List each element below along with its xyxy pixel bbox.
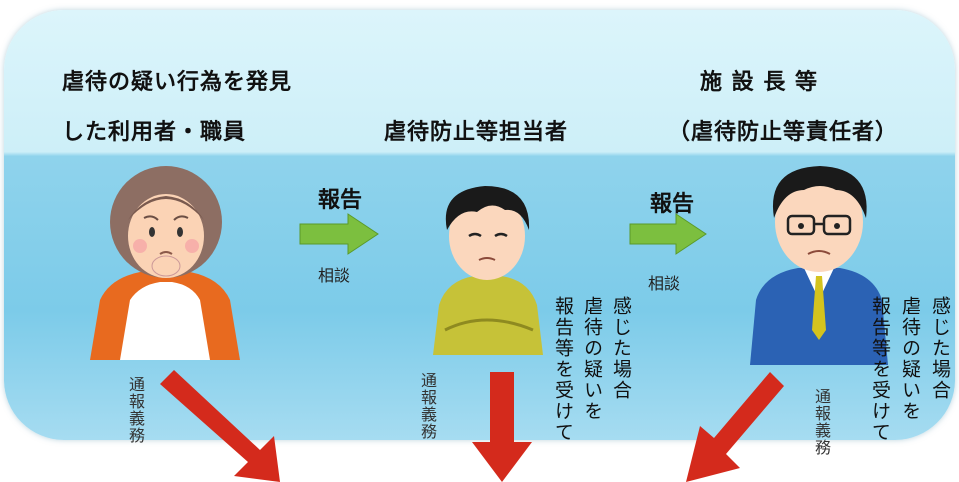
suspicion-note-2: 虐待の疑いを: [899, 296, 921, 422]
report-arrow-2: [629, 213, 707, 255]
discoverer-title-line1: 虐待の疑い行為を発見: [62, 70, 293, 95]
director-title-line2: （虐待防止等責任者）: [668, 120, 899, 145]
discoverer-title-line2: した利用者・職員: [62, 120, 247, 145]
officer-title: 虐待防止等担当者: [384, 120, 569, 145]
duty-arrow-3: [686, 372, 784, 482]
felt-note-1: 感じた場合: [610, 296, 632, 401]
consult-label-2: 相談: [648, 274, 681, 293]
received-note-1: 報告等を受けて: [552, 296, 574, 443]
director-figure: [750, 166, 888, 365]
received-note-2: 報告等を受けて: [869, 296, 891, 443]
report-label-1: 報告: [318, 188, 363, 213]
report-label-2: 報告: [650, 192, 695, 217]
suspicion-note-1: 虐待の疑いを: [581, 296, 603, 422]
duty-note-1: 通報義務: [126, 376, 145, 444]
director-title-line1: 施 設 長 等: [700, 70, 818, 95]
duty-arrow-2: [472, 372, 532, 482]
felt-note-2: 感じた場合: [929, 296, 951, 401]
report-arrow-1: [299, 213, 379, 255]
officer-figure: [433, 186, 543, 355]
duty-arrow-1: [160, 370, 280, 482]
consult-label-1: 相談: [318, 266, 351, 285]
duty-note-3: 通報義務: [812, 388, 831, 456]
duty-note-2: 通報義務: [418, 372, 437, 440]
woman-figure: [90, 166, 240, 360]
